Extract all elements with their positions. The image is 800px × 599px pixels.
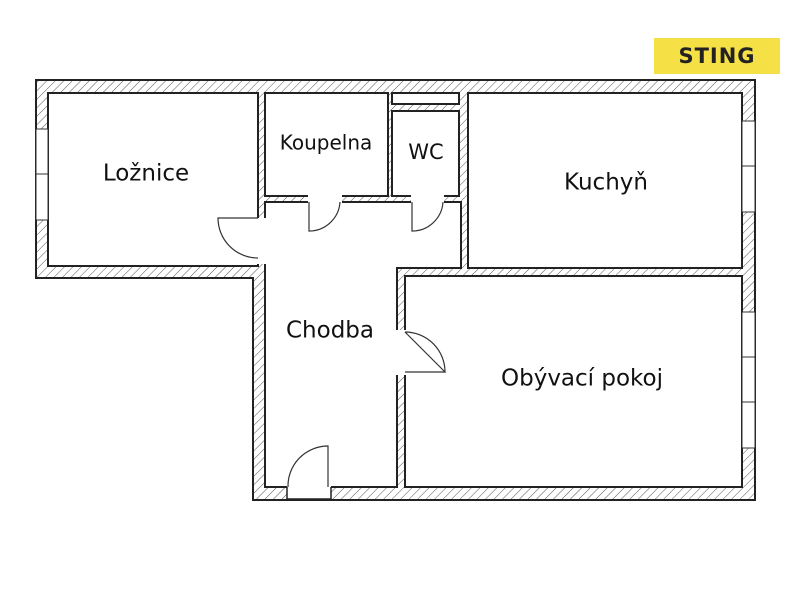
door-entrance <box>287 445 329 488</box>
door-obyvaci <box>404 331 447 373</box>
room-kuchyn <box>467 92 743 269</box>
door-opening-koupelna <box>308 195 342 204</box>
label-kuchyn: Kuchyň <box>564 170 648 196</box>
label-loznice: Ložnice <box>103 161 189 187</box>
door-loznice <box>217 217 259 259</box>
window-kuchyn-2 <box>741 165 756 213</box>
room-obyvaci <box>404 275 743 488</box>
label-koupelna: Koupelna <box>280 131 373 155</box>
brand-name: STING <box>678 44 756 68</box>
door-koupelna <box>308 201 341 232</box>
door-opening-entrance <box>287 486 331 499</box>
window-loznice-2 <box>35 173 49 221</box>
room-closet <box>391 92 460 105</box>
window-obyvaci-2 <box>741 356 756 403</box>
room-chodba <box>264 201 462 488</box>
label-obyvaci: Obývací pokoj <box>501 366 663 392</box>
room-koupelna <box>264 92 389 197</box>
door-opening-loznice <box>257 218 267 264</box>
window-obyvaci-3 <box>741 401 756 449</box>
door-opening-obyvaci <box>396 330 407 375</box>
window-loznice-1 <box>35 128 49 175</box>
window-kuchyn-1 <box>741 120 756 167</box>
label-chodba: Chodba <box>286 318 374 344</box>
door-opening-wc <box>411 195 444 204</box>
label-wc: WC <box>408 140 443 164</box>
door-wc <box>411 201 444 232</box>
brand-logo-badge: STING <box>654 38 780 74</box>
room-wc <box>391 110 460 197</box>
window-obyvaci-1 <box>741 311 756 358</box>
